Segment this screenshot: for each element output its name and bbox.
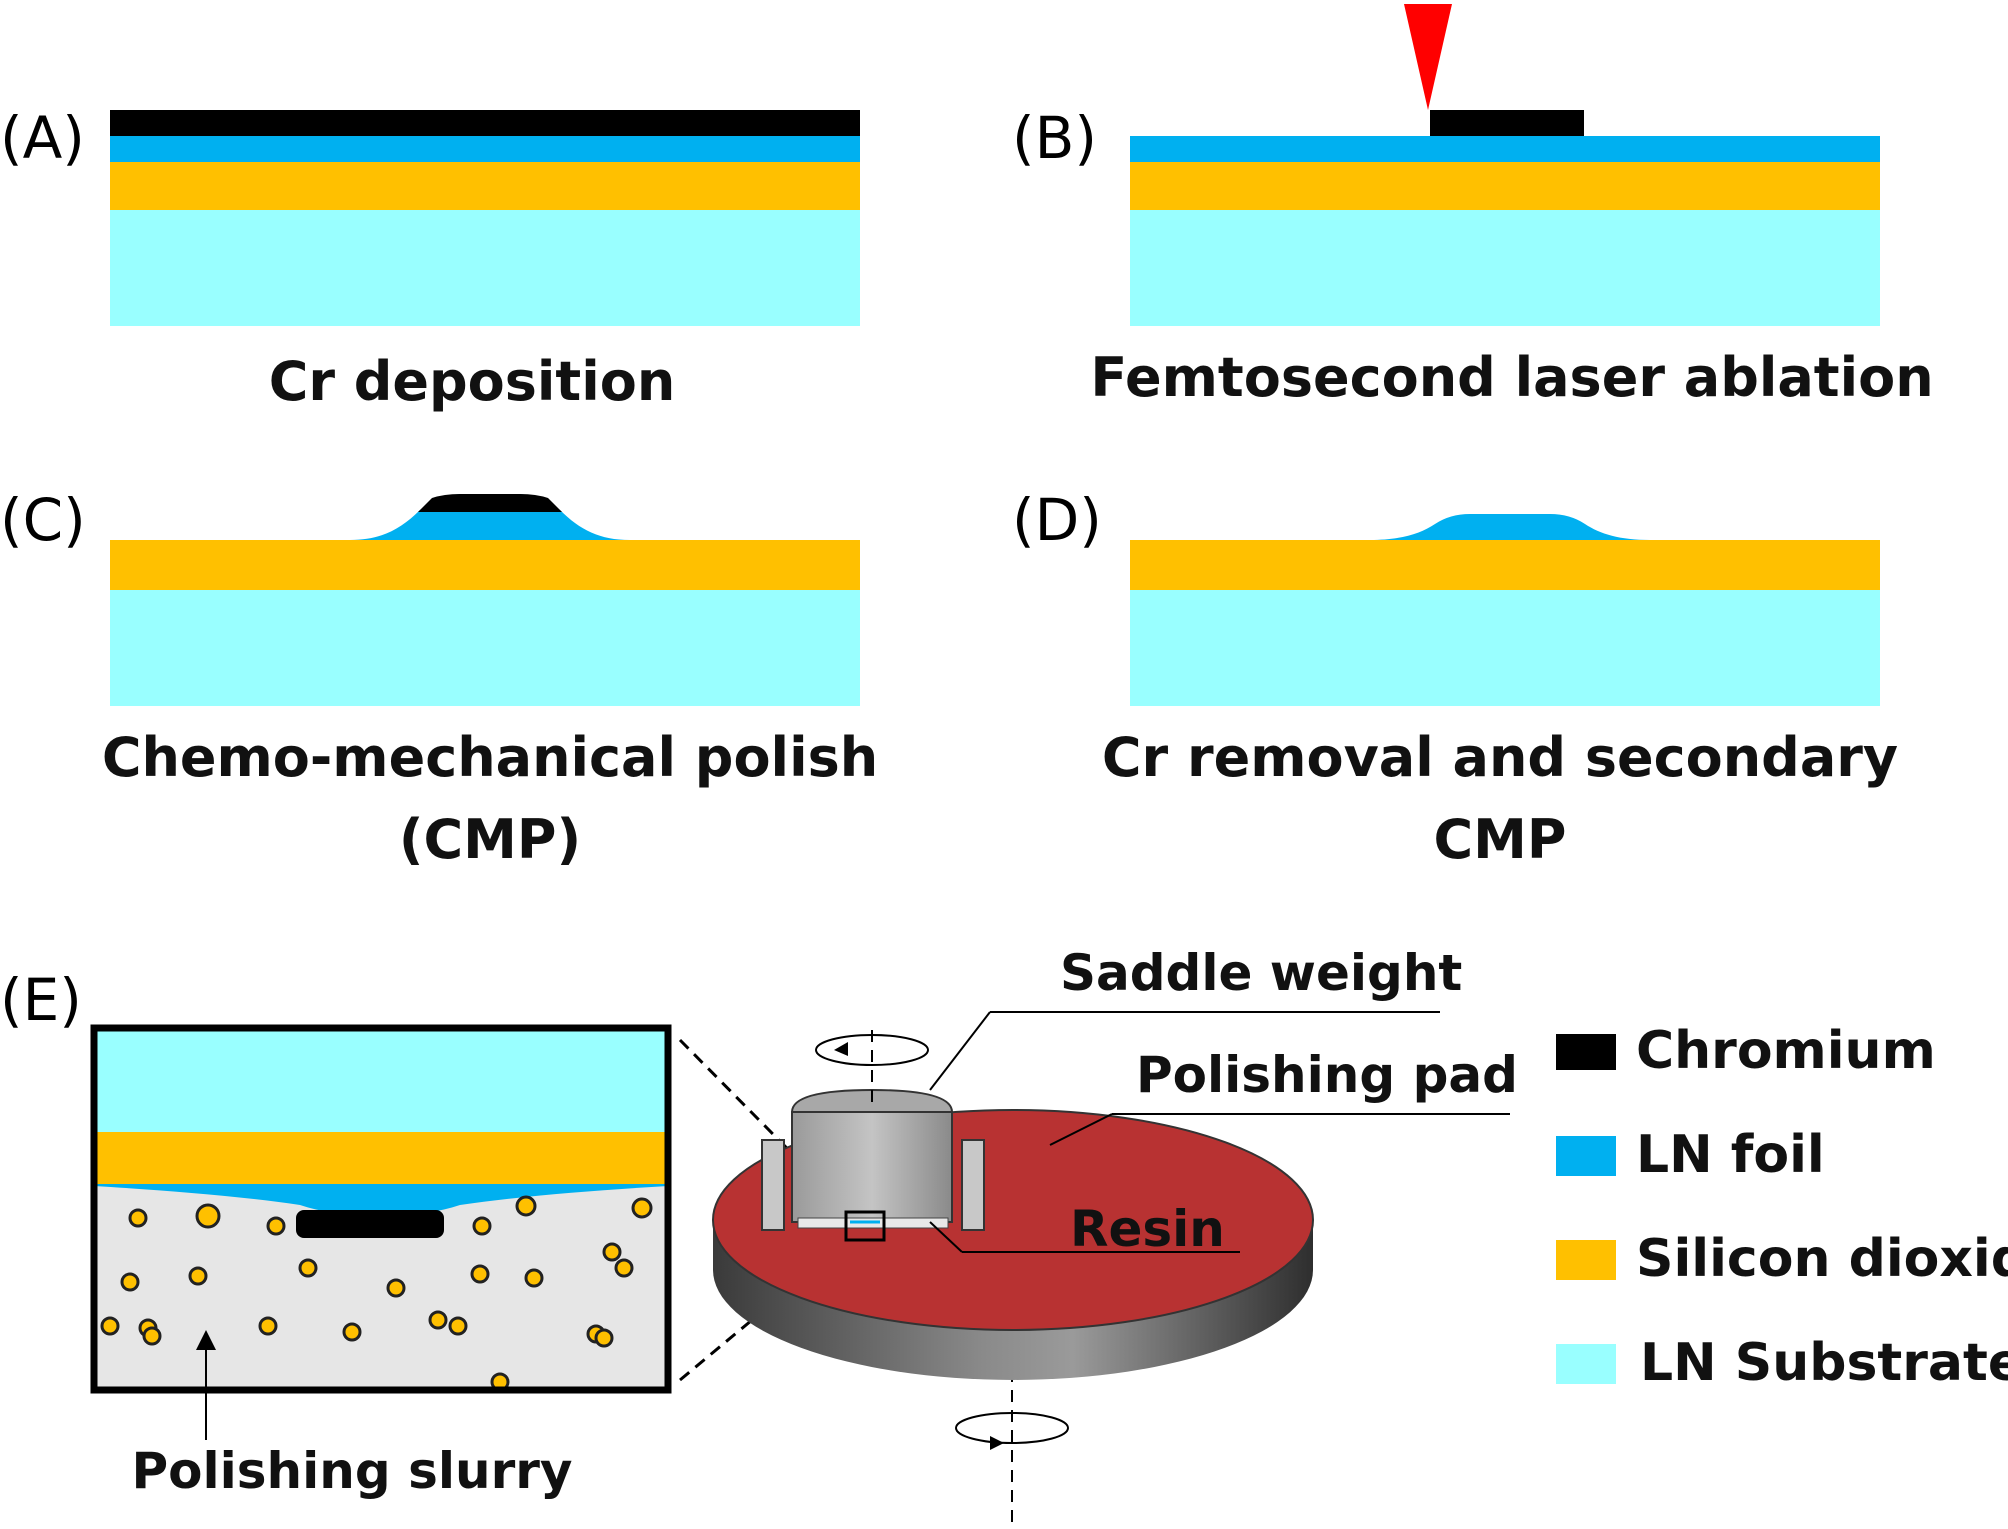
silicon-dioxide-layer [1130, 540, 1880, 590]
polisher-illustration [712, 1030, 1314, 1529]
slurry-inset: Polishing slurry [90, 1024, 672, 1500]
legend: Chromium LN foil Silicon dioxide LN Subs… [1556, 1021, 2008, 1393]
legend-swatch-chromium [1556, 1034, 1616, 1070]
slurry-particle [298, 1258, 318, 1278]
slurry-particle [448, 1316, 468, 1336]
polishing-pad-label: Polishing pad [1136, 1046, 1518, 1104]
saddle-leader-line [929, 1011, 991, 1091]
ln-substrate-layer [1130, 590, 1880, 706]
slurry-particle [470, 1264, 490, 1284]
ln-ridge [94, 1184, 668, 1212]
sample-mark [844, 1210, 886, 1242]
laser-beam-icon [1404, 4, 1452, 110]
slurry-particle [188, 1266, 208, 1286]
panel-c: (C) Chemo-mechanical polish (CMP) [0, 486, 878, 871]
panel-a-label: (A) [0, 104, 85, 172]
slurry-particle [142, 1326, 162, 1346]
slurry-particle [386, 1278, 406, 1298]
resin-label: Resin [1070, 1200, 1225, 1258]
pad-leader-line [1049, 1113, 1113, 1146]
slurry-particle [524, 1268, 544, 1288]
slurry-particle [195, 1203, 221, 1229]
slurry-particle [614, 1258, 634, 1278]
rotation-arrowhead-icon [990, 1436, 1004, 1450]
rotation-arrow-top-icon [815, 1034, 929, 1066]
slurry-particles [100, 1195, 653, 1392]
slurry-particle [602, 1242, 622, 1262]
panel-e: (E) [0, 944, 1518, 1529]
saddle-right-leg [961, 1139, 985, 1231]
slurry-particle [342, 1322, 362, 1342]
panel-c-label: (C) [0, 486, 86, 554]
silicon-dioxide-layer [94, 1132, 668, 1184]
slurry-particle [428, 1310, 448, 1330]
slurry-particle [266, 1216, 286, 1236]
chromium-cap [418, 494, 562, 512]
slurry-particle [128, 1208, 148, 1228]
slurry-particle [594, 1328, 614, 1348]
panel-d-label: (D) [1012, 486, 1102, 554]
slurry-particle [258, 1316, 278, 1336]
legend-swatch-ln-substrate [1556, 1344, 1616, 1384]
legend-label-ln-foil: LN foil [1636, 1125, 1825, 1185]
chromium-layer [110, 110, 860, 136]
ln-substrate-layer [94, 1028, 668, 1132]
panel-d-caption-line1: Cr removal and secondary [1102, 726, 1898, 789]
panel-c-caption-line1: Chemo-mechanical polish [102, 726, 878, 789]
ln-substrate-layer [1130, 210, 1880, 326]
panel-c-caption-line2: (CMP) [399, 808, 581, 871]
silicon-dioxide-layer [110, 540, 860, 590]
ln-substrate-layer [110, 210, 860, 326]
slurry-particle [631, 1197, 653, 1219]
silicon-dioxide-layer [110, 162, 860, 210]
inset-border [90, 1024, 672, 1394]
legend-label-silicon-dioxide: Silicon dioxide [1636, 1229, 2008, 1289]
legend-swatch-silicon-dioxide [1556, 1240, 1616, 1280]
panel-a: (A) Cr deposition [0, 104, 860, 413]
saddle-left-leg [761, 1139, 785, 1231]
chromium-cap [296, 1210, 444, 1238]
saddle-weight [761, 1088, 985, 1242]
silicon-dioxide-layer [1130, 162, 1880, 210]
legend-swatch-ln-foil [1556, 1136, 1616, 1176]
panel-a-caption: Cr deposition [269, 350, 676, 413]
saddle-weight-label: Saddle weight [1060, 944, 1462, 1002]
ln-substrate-layer [110, 590, 860, 706]
ln-ridge [350, 494, 630, 540]
ln-ridge [1370, 514, 1650, 540]
panel-e-label: (E) [0, 966, 82, 1034]
panel-d: (D) Cr removal and secondary CMP [1012, 486, 1898, 871]
rotation-arrowhead-icon [834, 1042, 848, 1056]
slurry-particle [515, 1195, 537, 1217]
resin-leader-line [929, 1221, 963, 1253]
panel-b-caption: Femtosecond laser ablation [1090, 346, 1933, 409]
legend-label-ln-substrate: LN Substrate [1640, 1333, 2008, 1393]
slurry-particle [120, 1272, 140, 1292]
rotation-arrow-bottom-icon [955, 1412, 1069, 1444]
chromium-mask [1430, 110, 1584, 136]
legend-label-chromium: Chromium [1636, 1021, 1936, 1081]
slurry-label: Polishing slurry [132, 1442, 573, 1500]
panel-d-caption-line2: CMP [1434, 808, 1567, 871]
slurry-particle [100, 1316, 120, 1336]
ln-foil-layer [110, 136, 860, 162]
slurry-particle [472, 1216, 492, 1236]
panel-b-label: (B) [1012, 104, 1097, 172]
ln-foil-layer [1130, 136, 1880, 162]
panel-b: (B) Femtosecond laser ablation [1012, 4, 1934, 409]
saddle-block [791, 1111, 953, 1223]
